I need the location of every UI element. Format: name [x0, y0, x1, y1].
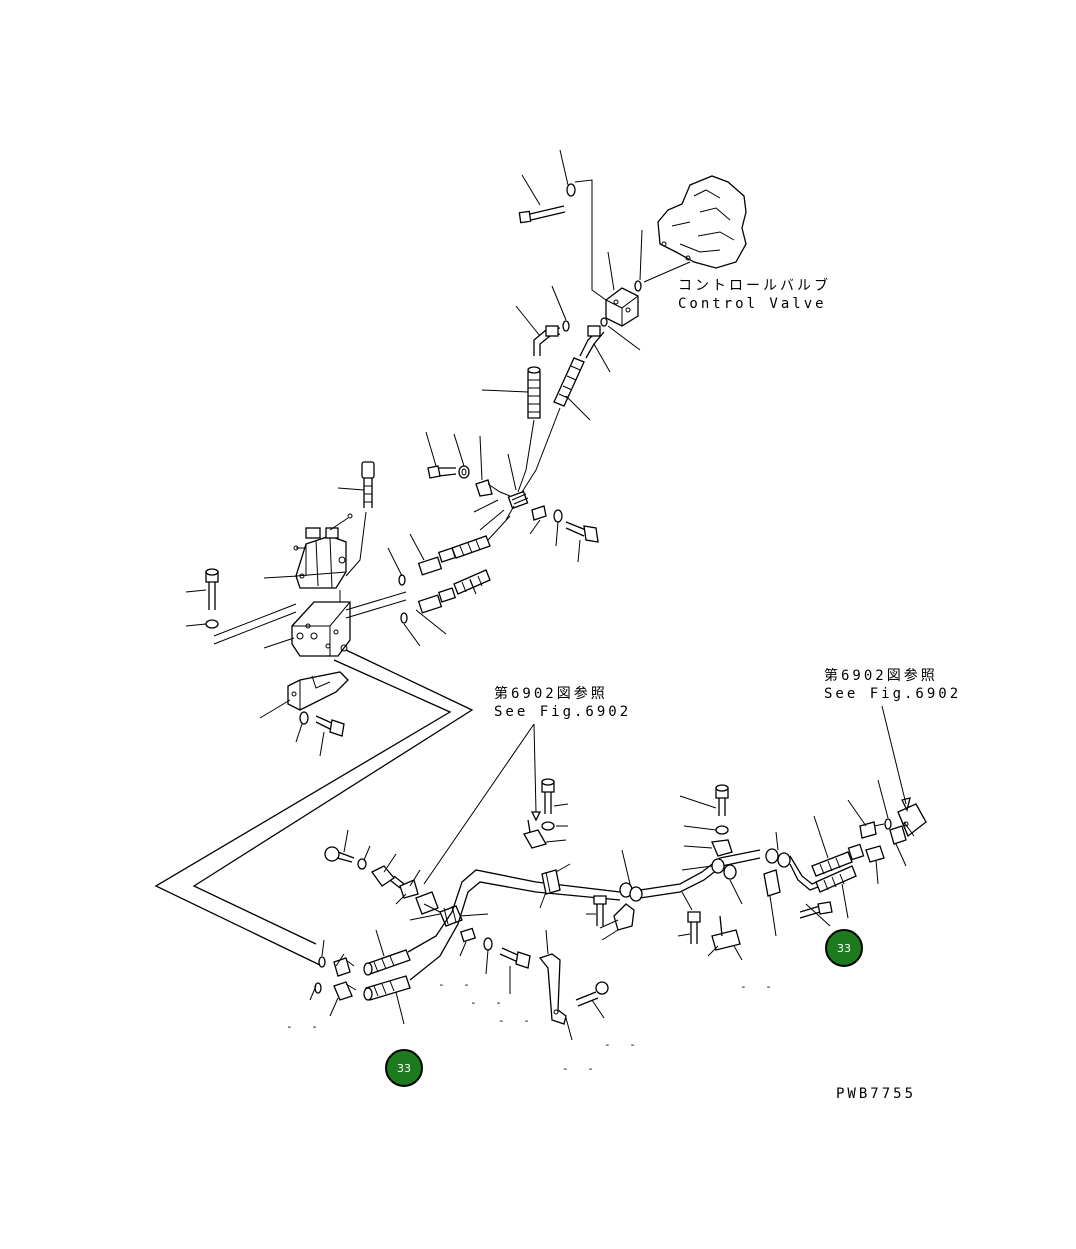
see-fig-left-en: See Fig.6902	[494, 704, 632, 720]
dash-mark: - -	[498, 1014, 536, 1027]
dash-mark: - -	[470, 996, 508, 1009]
callout-33-right[interactable]: 33	[825, 929, 863, 967]
bolt-middle-vert	[541, 778, 555, 814]
union-fitting	[371, 865, 405, 889]
bracket-far-right	[897, 803, 927, 838]
dash-mark: - -	[438, 978, 476, 991]
manifold-block	[291, 601, 351, 657]
hose-bottom-1	[363, 949, 411, 976]
hose-fitting-2	[417, 569, 491, 614]
solenoid-valve	[295, 527, 347, 589]
bolt-bracket-long	[575, 981, 609, 1007]
bracket-right-lower	[711, 915, 741, 951]
dash-mark: - -	[286, 1020, 324, 1033]
clamp-middle	[541, 869, 561, 895]
hose-bottom-2	[363, 975, 411, 1001]
bolt-left-long	[205, 568, 219, 610]
clip-top-middle	[523, 819, 547, 849]
dash-mark: - -	[740, 980, 778, 993]
bolt-middle-right	[593, 895, 607, 926]
dash-mark: - -	[604, 1038, 642, 1051]
control-valve-body	[657, 175, 747, 269]
cv-leader	[643, 261, 691, 283]
clip-left	[475, 479, 511, 497]
bolt-hex-left	[427, 465, 470, 479]
valve-flange-block	[605, 287, 639, 327]
manifold-bracket	[287, 671, 349, 711]
dash-mark: - -	[562, 1062, 600, 1075]
see-fig-right-en: See Fig.6902	[824, 686, 962, 702]
bolt-right-center	[565, 521, 599, 543]
bolt-top	[518, 183, 576, 224]
bolt-under-manifold	[315, 715, 345, 737]
control-valve-label-jp: コントロールバルブ	[678, 278, 831, 294]
hose-right-1	[811, 843, 865, 877]
long-tube-inner	[192, 649, 474, 945]
hose-a	[527, 366, 541, 419]
fitting-pair-right	[711, 858, 737, 880]
elbow-bottom-1	[333, 957, 355, 977]
clip-far-right	[763, 869, 781, 897]
fitting-pair-far-right	[765, 848, 791, 868]
bolt-right-top	[715, 784, 729, 816]
socket-bolt	[361, 461, 375, 508]
bolt-far-right-bottom	[799, 901, 833, 919]
bolt-bottom-center	[499, 947, 531, 969]
fitting-right-small	[859, 821, 885, 863]
see-fig-right-jp: 第6902図参照	[824, 668, 938, 684]
see-fig-leader-right	[881, 705, 907, 805]
fitting-pair-middle	[619, 882, 643, 902]
elbow-fitting-left	[533, 325, 561, 356]
hose-fitting-1	[417, 535, 491, 576]
hose-right-2	[815, 865, 857, 893]
hose-b	[553, 357, 585, 407]
see-fig-leader-left	[423, 723, 537, 885]
bolt-bottom-left	[324, 846, 367, 870]
callout-33-left[interactable]: 33	[385, 1049, 423, 1087]
bracket-long	[538, 953, 567, 1025]
elbow-fitting-right	[579, 325, 605, 359]
clip-middle-right	[613, 903, 635, 931]
adapter-fitting	[399, 879, 441, 915]
elbow-bottom-2	[333, 981, 357, 1001]
drawing-id: PWB7755	[836, 1086, 917, 1102]
bolt-right-lower	[687, 911, 701, 944]
clamp-center	[507, 490, 529, 510]
control-valve-label-en: Control Valve	[678, 296, 827, 312]
see-fig-left-jp: 第6902図参照	[494, 686, 608, 702]
long-tube-outer	[154, 659, 452, 967]
